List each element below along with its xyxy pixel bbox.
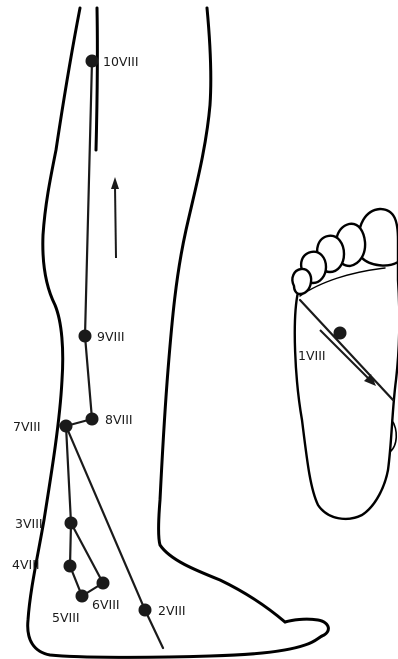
leg-inner-line — [96, 8, 97, 150]
point-1 — [334, 327, 347, 340]
up-arrow-icon — [111, 177, 119, 258]
label-point-3: 3VIII — [15, 516, 43, 531]
label-point-2: 2VIII — [158, 603, 186, 618]
point-3 — [65, 517, 78, 530]
point-9 — [79, 330, 92, 343]
toe-outline — [285, 619, 328, 636]
meridian-line-7-3 — [66, 426, 71, 523]
label-point-5: 5VIII — [52, 610, 80, 625]
label-point-4: 4VIII — [12, 557, 40, 572]
point-7 — [60, 420, 73, 433]
point-8 — [86, 413, 99, 426]
label-point-1: 1VIII — [298, 348, 326, 363]
meridian-line-upper — [85, 61, 92, 419]
foot-sole-figure: 1VIII — [292, 209, 398, 519]
label-point-10: 10VIII — [103, 54, 139, 69]
point-5 — [76, 590, 89, 603]
meridian-line-6-3 — [71, 523, 103, 583]
point-6 — [97, 577, 110, 590]
label-point-7: 7VIII — [13, 419, 41, 434]
label-point-8: 8VIII — [105, 412, 133, 427]
point-4 — [64, 560, 77, 573]
point-10 — [86, 55, 99, 68]
leg-front-outline — [159, 8, 286, 622]
leg-meridian: 10VIII 9VIII 8VIII 7VIII 3VIII 4VIII 5VI… — [12, 54, 186, 648]
leg-figure — [28, 8, 329, 657]
label-point-6: 6VIII — [92, 597, 120, 612]
point-2 — [139, 604, 152, 617]
label-point-9: 9VIII — [97, 329, 125, 344]
